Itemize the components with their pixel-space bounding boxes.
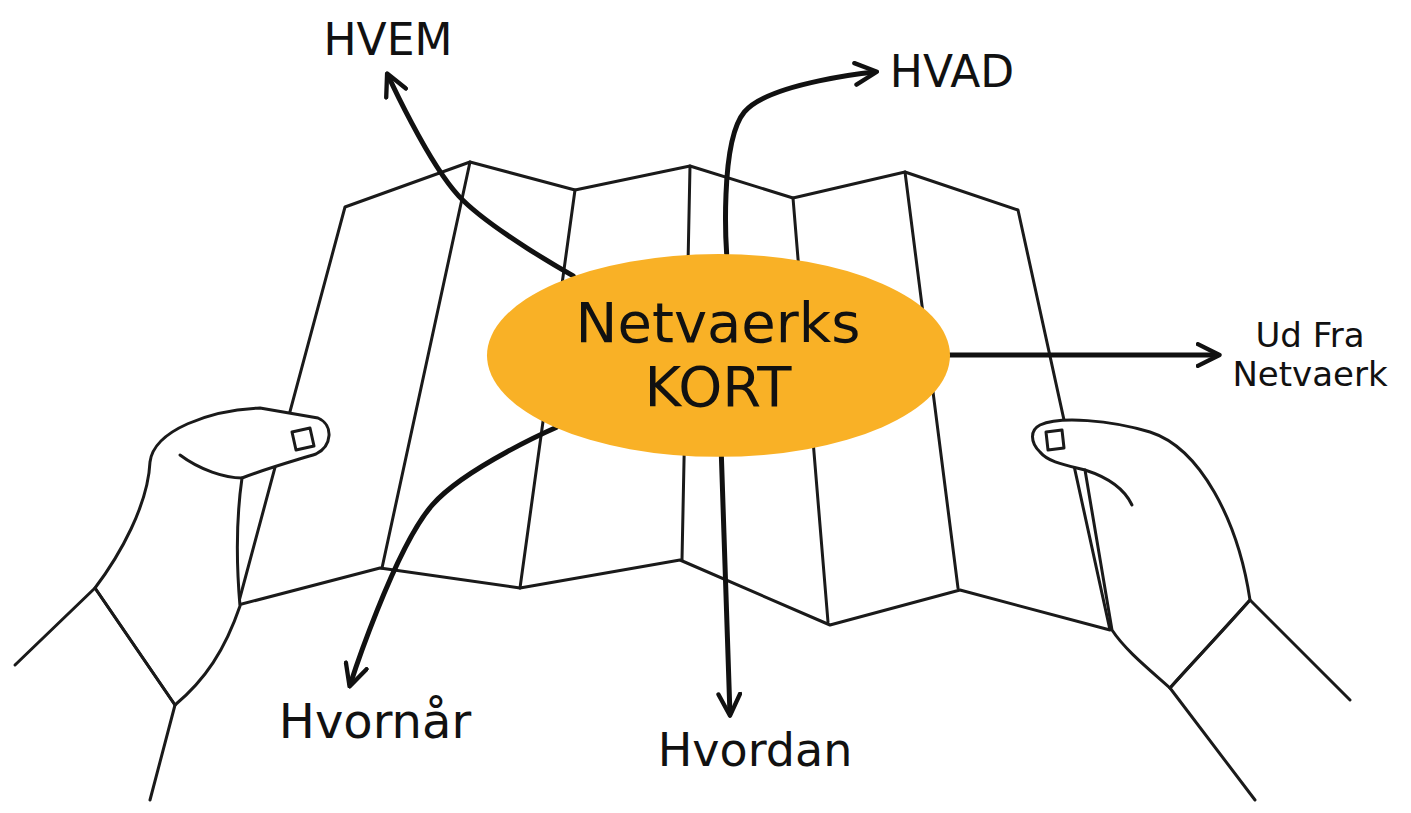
branch-label: HVAD bbox=[883, 45, 1021, 100]
map-fold bbox=[382, 162, 470, 568]
right-hand bbox=[1033, 420, 1351, 800]
branch-text: HVAD bbox=[887, 47, 1017, 98]
arrow-connector bbox=[350, 427, 556, 684]
ellipse-fill bbox=[487, 254, 950, 457]
branch-text: Ud Fra Netvaerk bbox=[1229, 316, 1390, 394]
branch-text: Hvordan bbox=[655, 724, 856, 777]
branch-label: Hvordan bbox=[651, 722, 860, 779]
arrow-connector bbox=[388, 75, 573, 276]
branch-text: HVEM bbox=[321, 15, 456, 66]
arrow-connector bbox=[950, 352, 1218, 357]
branch-label: Hvornår bbox=[272, 692, 478, 751]
arrow-connector bbox=[721, 456, 730, 713]
branch-label: HVEM bbox=[317, 13, 460, 68]
branch-text: Hvornår bbox=[276, 694, 474, 749]
folded-map bbox=[238, 162, 1110, 630]
branch-label: Ud Fra Netvaerk bbox=[1225, 314, 1394, 396]
map-title-ellipse: Netvaerks KORT bbox=[487, 254, 950, 457]
title-text: Netvaerks KORT bbox=[576, 291, 861, 420]
arrow-connector bbox=[726, 72, 875, 254]
